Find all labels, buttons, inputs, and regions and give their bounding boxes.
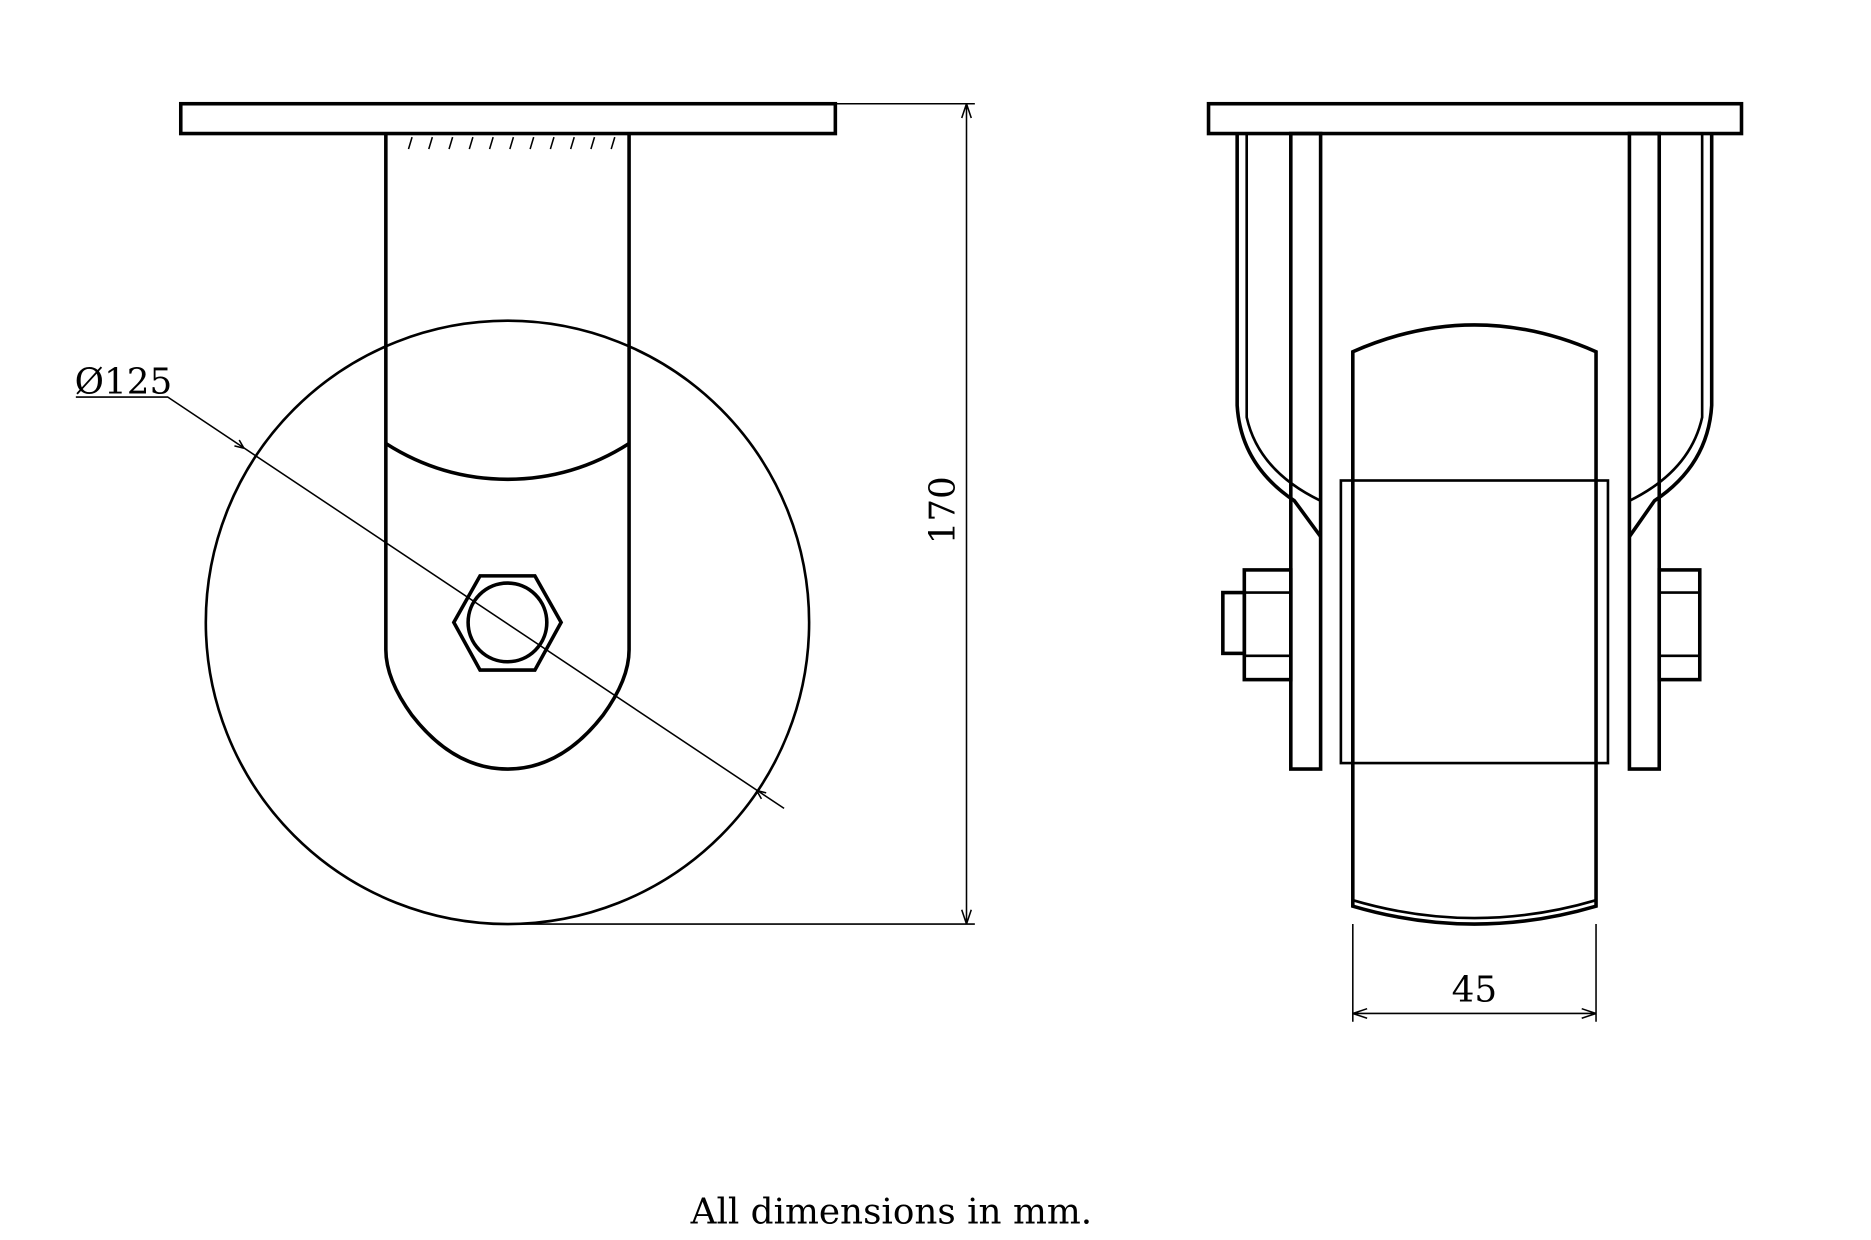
right-nut xyxy=(1657,568,1702,682)
axle xyxy=(466,581,549,664)
diameter-label: Ø125 xyxy=(75,361,173,402)
hub xyxy=(1339,479,1610,765)
bolt-end xyxy=(1221,590,1247,656)
fork-bracket xyxy=(1235,133,1714,538)
left-nut xyxy=(1242,568,1293,682)
top-plate-front xyxy=(1206,101,1744,136)
front-view: 45 xyxy=(1206,101,1744,1022)
side-view: Ø125 170 xyxy=(75,101,975,926)
wheel-outline xyxy=(204,319,811,926)
height-dimension xyxy=(507,102,975,925)
weld-marks xyxy=(407,136,616,150)
hex-nut xyxy=(451,574,564,672)
wheel-front xyxy=(1351,323,1598,926)
diameter-arrows xyxy=(234,439,767,800)
right-fork-leg xyxy=(1627,131,1662,771)
height-label: 170 xyxy=(923,476,964,544)
left-fork-leg xyxy=(1289,131,1323,771)
width-dimension xyxy=(1352,924,1597,1022)
fork-body xyxy=(384,133,631,771)
caption: All dimensions in mm. xyxy=(690,1191,1092,1232)
width-label: 45 xyxy=(1452,970,1497,1011)
diameter-leader xyxy=(75,396,785,810)
top-plate xyxy=(178,101,838,136)
fork-arc xyxy=(384,442,631,482)
